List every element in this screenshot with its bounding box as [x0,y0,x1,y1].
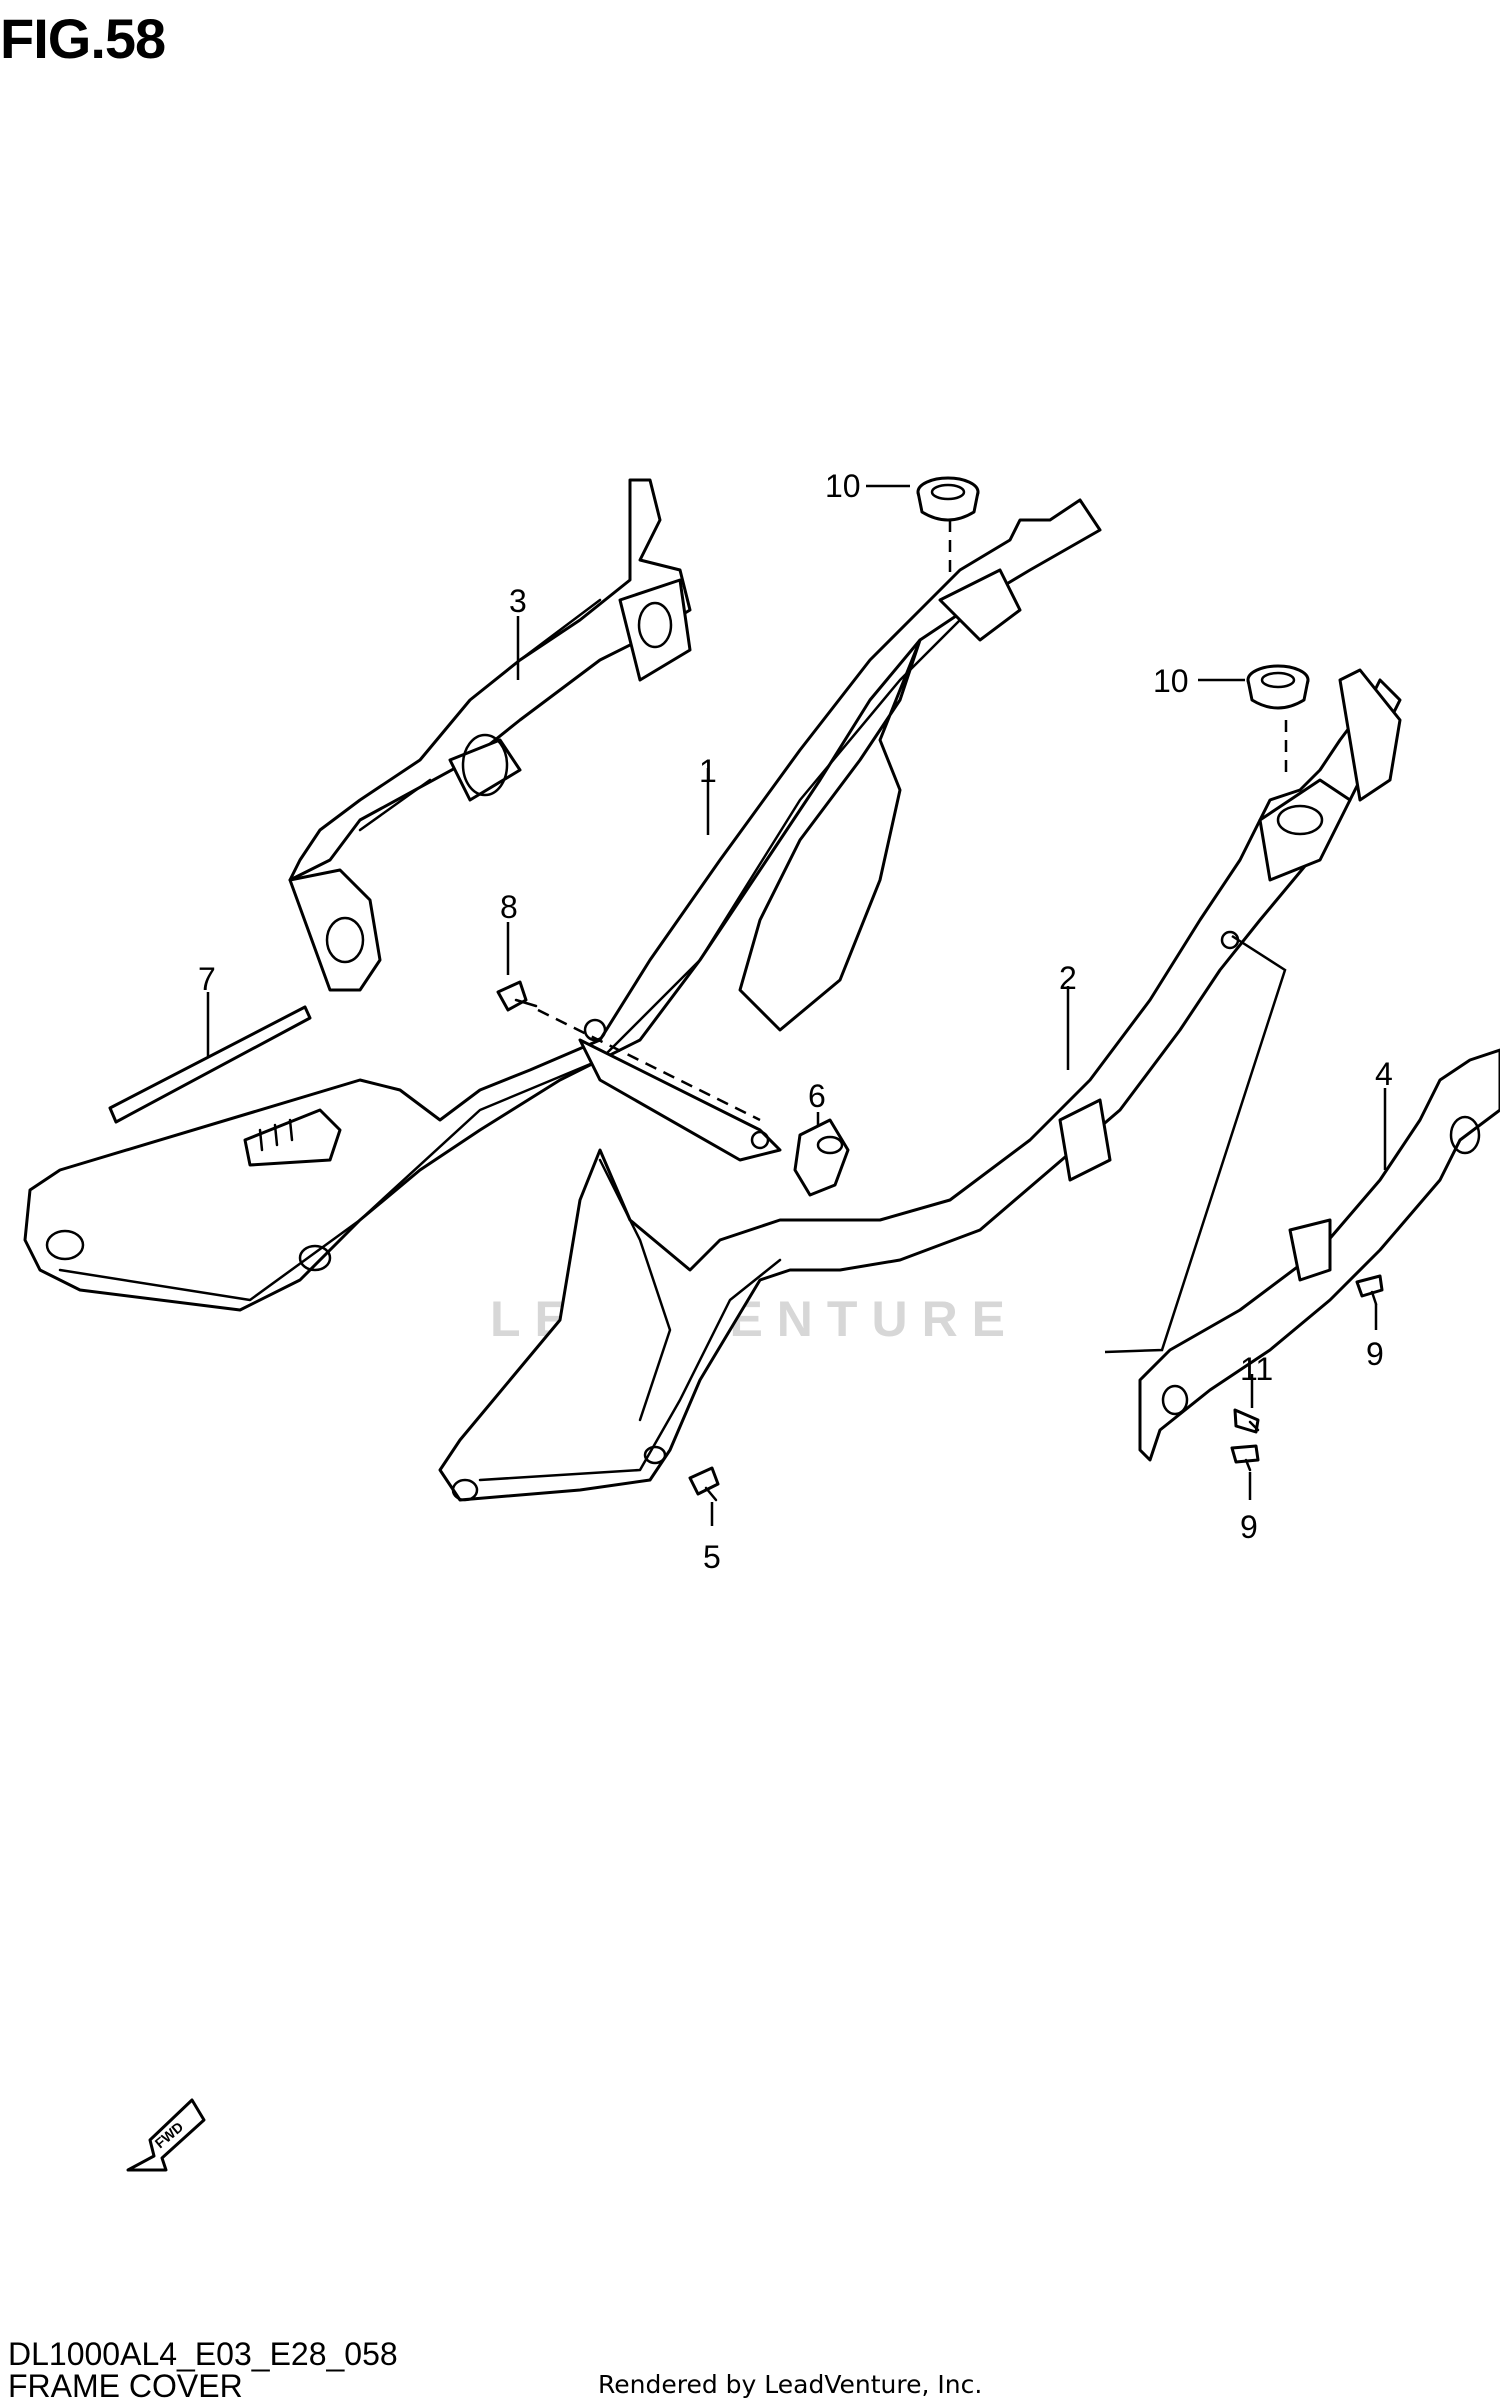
part-5-screw[interactable] [688,1466,720,1502]
part-10-grommet-right[interactable] [1246,664,1310,710]
callout-5: 5 [703,1539,721,1575]
callout-7: 7 [198,961,216,997]
callout-4: 4 [1375,1056,1393,1092]
part-9-screw-lower[interactable] [1230,1444,1260,1472]
diagram-name: FRAME COVER [8,2368,243,2404]
part-10-grommet-left[interactable] [916,476,980,522]
callout-8: 8 [500,889,518,925]
render-credit: Rendered by LeadVenture, Inc. [598,2370,983,2399]
callout-6: 6 [808,1078,826,1114]
callout-11: 11 [1240,1351,1273,1387]
callout-9-lower: 9 [1240,1509,1258,1545]
diagram-code: DL1000AL4_E03_E28_058 [8,2336,398,2372]
callout-9-upper: 9 [1366,1336,1384,1372]
callout-2: 2 [1059,960,1077,996]
part-2-frame-cover-right[interactable] [438,668,1402,1502]
part-8-screw[interactable] [496,980,538,1012]
part-4-bracket[interactable] [1138,1048,1500,1462]
figure-title: FIG.58 [0,7,166,70]
callout-1: 1 [699,753,717,789]
part-3-bracket[interactable] [288,478,692,992]
part-1-frame-cover-left[interactable] [23,498,1102,1312]
part-9-screw-upper[interactable] [1355,1274,1384,1306]
callout-10-right: 10 [1153,663,1189,699]
part-11-screw[interactable] [1233,1408,1260,1434]
callout-3: 3 [509,583,527,619]
forward-arrow-icon: FWD [126,2098,206,2172]
leader-lines [206,484,1387,1526]
callout-10-left: 10 [825,468,861,504]
part-6-mount[interactable] [793,1118,850,1197]
part-7-strip[interactable] [108,1005,312,1124]
